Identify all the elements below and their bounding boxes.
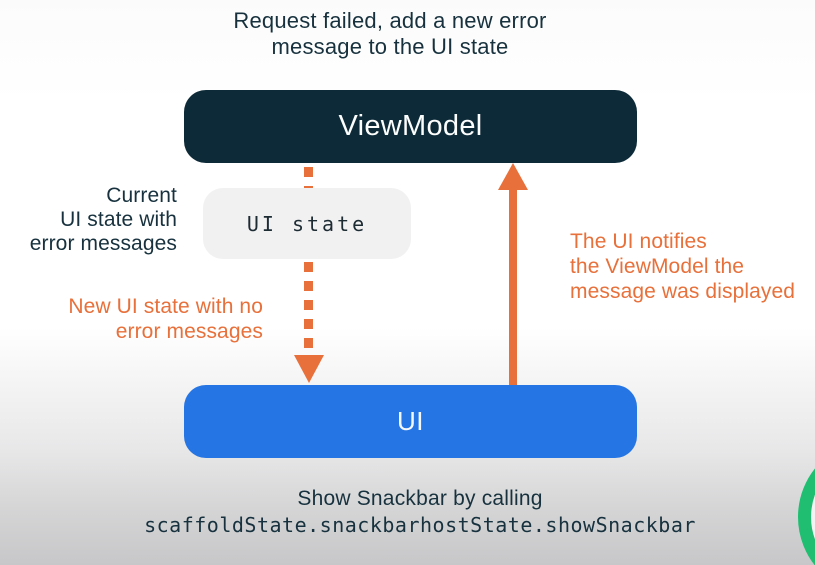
green-circle-icon [798, 439, 815, 565]
new-ui-state-label: New UI state with no error messages [68, 295, 263, 343]
dashed-arrow-line [304, 167, 313, 355]
solid-arrow-head [498, 163, 528, 190]
ui-box: UI [184, 385, 637, 458]
bottom-caption: Show Snackbar by calling scaffoldState.s… [110, 486, 730, 539]
ui-state-label: UI state [246, 211, 368, 236]
ui-label: UI [397, 406, 424, 436]
viewmodel-label: ViewModel [338, 110, 483, 142]
dashed-arrow-head [294, 355, 324, 383]
ui-notifies-label: The UI notifies the ViewModel the messag… [570, 230, 796, 303]
ui-state-box: UI state [203, 188, 411, 259]
bottom-caption-text: Show Snackbar by calling [297, 487, 543, 510]
bottom-caption-code: scaffoldState.snackbarhostState.showSnac… [144, 513, 696, 537]
viewmodel-box: ViewModel [184, 90, 637, 163]
solid-arrow-line [509, 186, 517, 385]
current-ui-state-label: Current UI state with error messages [29, 184, 177, 255]
top-caption: Request failed, add a new error message … [233, 8, 547, 59]
